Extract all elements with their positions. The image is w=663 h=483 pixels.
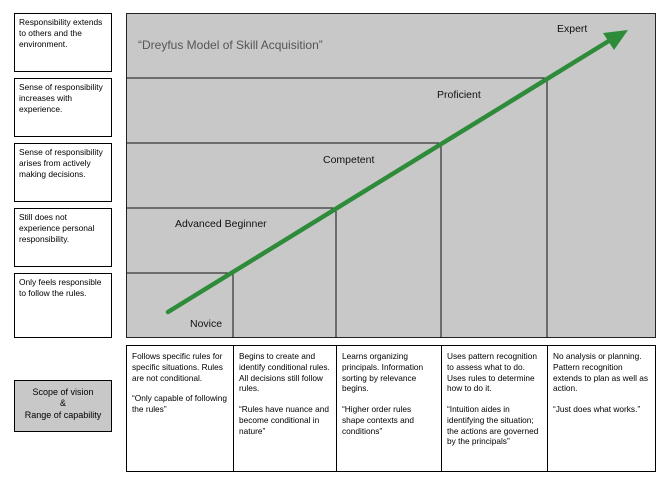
description-advanced-beginner: Begins to create and identify conditiona…: [233, 345, 336, 472]
description-text: Follows specific rules for specific situ…: [132, 351, 223, 383]
progress-arrow-head: [603, 30, 628, 50]
left-label-novice: Only feels responsible to follow the rul…: [14, 273, 112, 338]
description-quote: “Rules have nuance and become conditiona…: [239, 404, 329, 436]
left-label-expert: Responsibility extends to others and the…: [14, 13, 112, 72]
description-quote: “Higher order rules shape contexts and c…: [342, 404, 414, 436]
description-proficient: Uses pattern recognition to assess what …: [441, 345, 547, 472]
description-text: Uses pattern recognition to assess what …: [447, 351, 537, 394]
description-text: Learns organizing principals. Informatio…: [342, 351, 424, 394]
description-quote: “Only capable of following the rules”: [132, 393, 228, 415]
description-expert: No analysis or planning. Pattern recogni…: [547, 345, 656, 472]
progress-arrow-shaft: [165, 36, 615, 315]
stage-novice: Novice: [190, 318, 223, 330]
scope-of-vision-box: Scope of vision & Range of capability: [14, 380, 112, 432]
stage-competent: Competent: [323, 154, 375, 166]
scope-line-2: &: [59, 398, 66, 409]
stage-expert: Expert: [557, 23, 588, 35]
left-label-proficient: Sense of responsibility increases with e…: [14, 78, 112, 137]
scope-line-1: Scope of vision: [32, 387, 94, 397]
stage-proficient: Proficient: [437, 89, 481, 101]
chart-title: “Dreyfus Model of Skill Acquisition”: [138, 38, 323, 52]
description-novice: Follows specific rules for specific situ…: [126, 345, 233, 472]
description-competent: Learns organizing principals. Informatio…: [336, 345, 441, 472]
scope-line-3: Range of capability: [24, 409, 102, 420]
stage-advanced-beginner: Advanced Beginner: [175, 218, 267, 230]
left-label-advanced-beginner: Still does not experience personal respo…: [14, 208, 112, 267]
description-quote: “Just does what works.”: [553, 404, 641, 415]
description-quote: “Intuition aides in identifying the situ…: [447, 404, 539, 447]
left-label-competent: Sense of responsibility arises from acti…: [14, 143, 112, 202]
description-text: Begins to create and identify conditiona…: [239, 351, 330, 394]
description-text: No analysis or planning. Pattern recogni…: [553, 351, 649, 394]
